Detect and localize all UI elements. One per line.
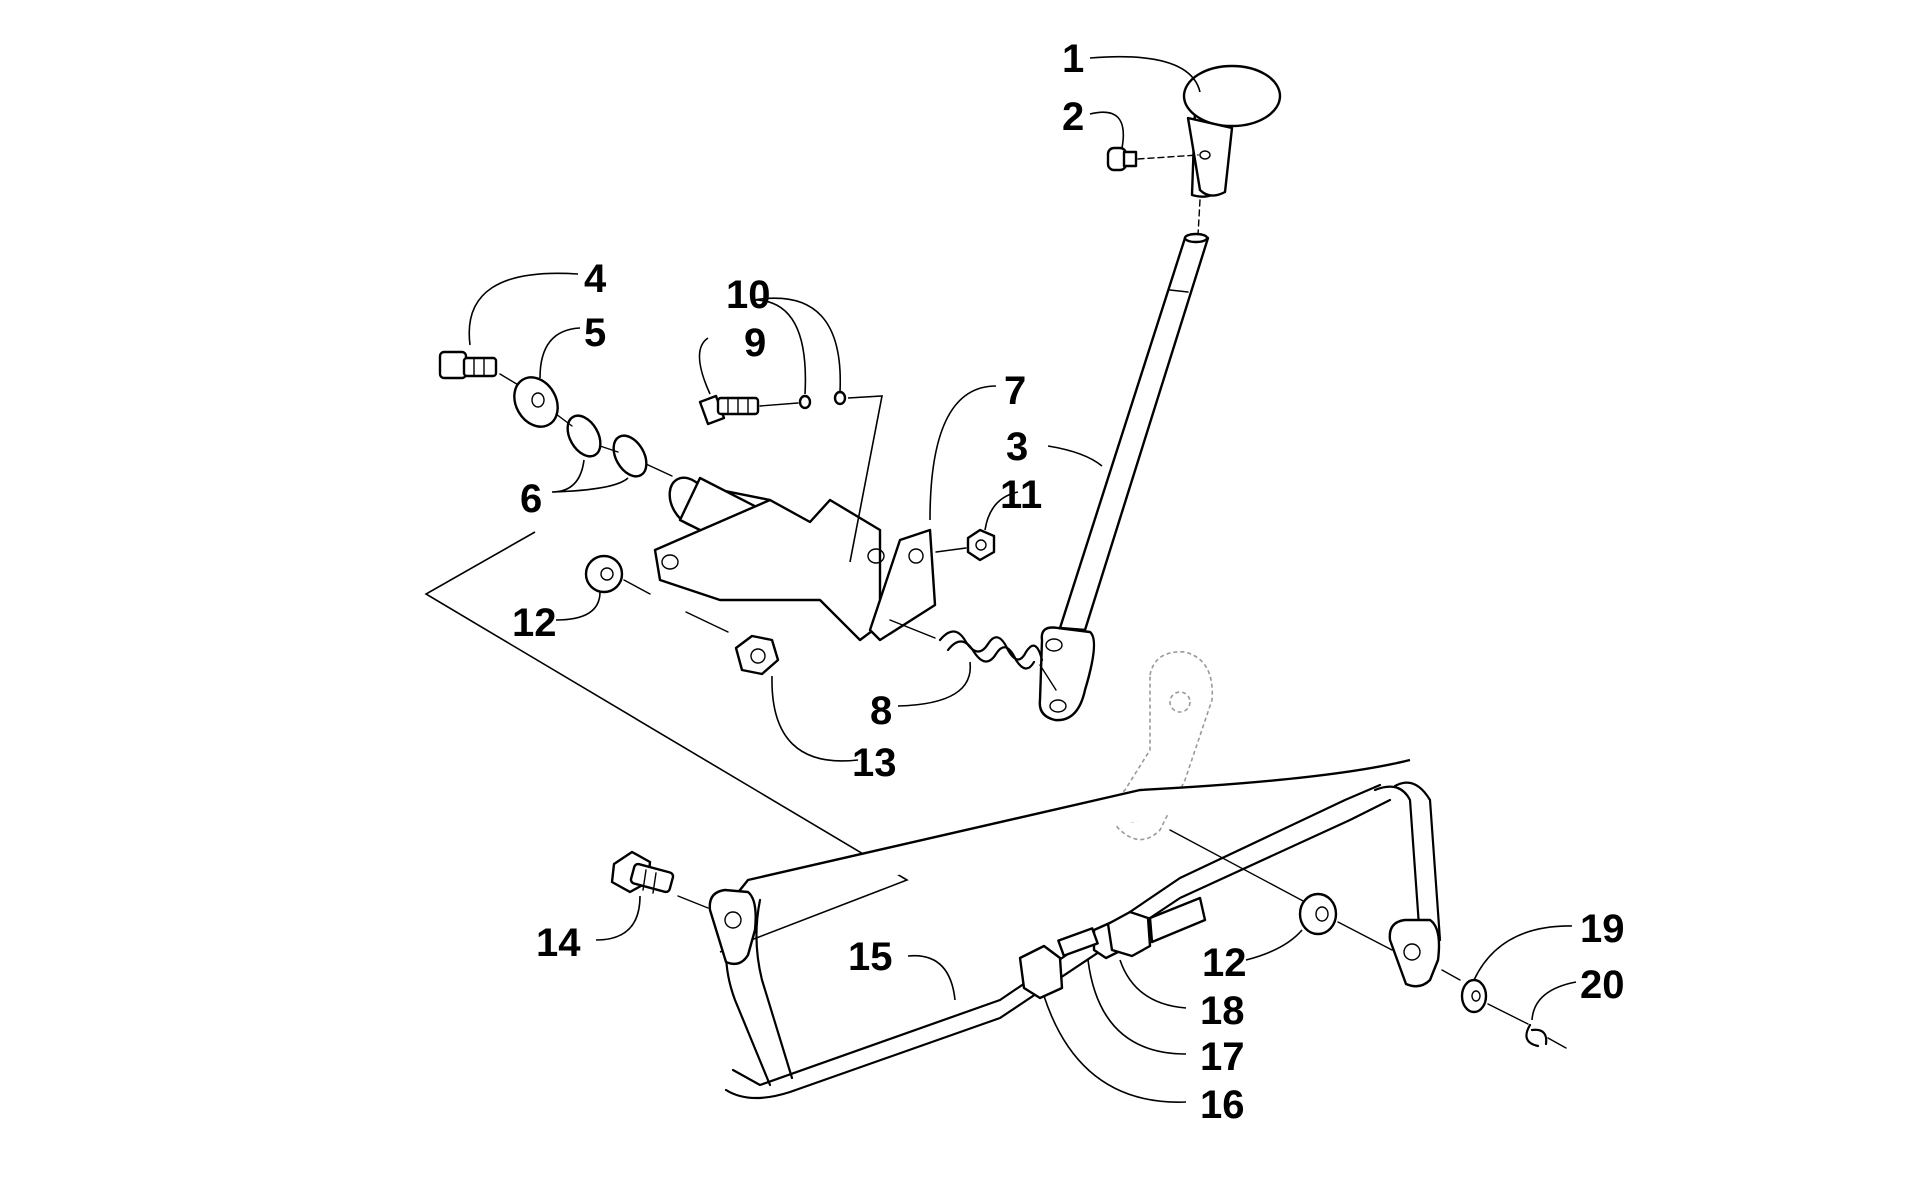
callout-12-upper: 12 (512, 601, 557, 645)
callout-6: 6 (520, 477, 542, 521)
callout-8: 8 (870, 689, 892, 733)
callout-13: 13 (852, 741, 897, 785)
shift-knob (1182, 64, 1282, 198)
washer (513, 376, 559, 428)
callout-15: 15 (848, 935, 893, 979)
flat-washer-left (584, 554, 624, 594)
callout-19: 19 (1580, 907, 1625, 951)
pivot-bracket (653, 476, 937, 642)
callout-9: 9 (744, 321, 766, 365)
callout-17: 17 (1200, 1035, 1245, 1079)
flat-washer-right (1298, 892, 1338, 936)
callout-12-lower: 12 (1202, 941, 1247, 985)
callout-14: 14 (536, 921, 581, 965)
assembly-bracket-outline (424, 531, 909, 953)
set-screw (1106, 146, 1199, 172)
flange-bolt-lower (610, 850, 675, 894)
rod-end-right (1388, 918, 1441, 988)
callout-10: 10 (726, 273, 771, 317)
callout-4: 4 (584, 257, 607, 301)
rod-end-left (708, 888, 757, 966)
adjuster-bolt (698, 394, 760, 426)
washer-small (1460, 978, 1488, 1014)
flange-bolt-upper (438, 350, 498, 380)
callout-20: 20 (1580, 963, 1625, 1007)
callout-2: 2 (1062, 95, 1084, 139)
hex-nut-lower (734, 634, 780, 676)
callout-5: 5 (584, 311, 606, 355)
callout-11: 11 (1000, 473, 1042, 517)
callout-16: 16 (1200, 1083, 1245, 1127)
callout-1: 1 (1062, 37, 1084, 81)
small-washers (759, 390, 847, 410)
o-ring-pair (566, 414, 648, 478)
callout-18: 18 (1200, 989, 1245, 1033)
hex-nut-small (966, 528, 996, 562)
return-spring (889, 619, 1057, 691)
shift-rod (719, 758, 1442, 1100)
retaining-clip (1525, 1023, 1567, 1049)
callout-3: 3 (1006, 425, 1028, 469)
rod-adjuster (1018, 896, 1207, 1000)
callout-7: 7 (1004, 369, 1026, 413)
shift-lever (1038, 199, 1210, 722)
